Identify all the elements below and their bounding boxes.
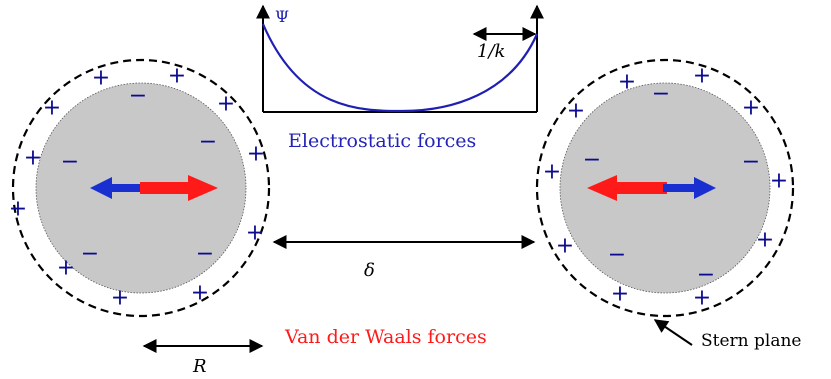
left-plus-ion-7: + — [9, 197, 27, 222]
left-red-arrow — [140, 175, 218, 201]
right-red-arrow — [587, 175, 667, 201]
right-plus-ion-7: + — [556, 234, 574, 259]
left-plus-ion-3: + — [43, 96, 61, 121]
right-minus-charge-4: − — [608, 243, 626, 268]
left-minus-charge-4: − — [81, 242, 99, 267]
left-plus-ion-5: + — [24, 146, 42, 171]
right-particle — [535, 58, 795, 318]
right-plus-ion-6: + — [770, 169, 788, 194]
electrostatic-forces-label: Electrostatic forces — [288, 130, 476, 152]
ion-signs: +++++++++++−−−−−++++++++++−−−−− — [9, 64, 788, 311]
van-der-waals-label: Van der Waals forces — [284, 326, 487, 348]
right-plus-ion-10: + — [693, 286, 711, 311]
left-plus-ion-4: + — [217, 92, 235, 117]
right-stern-plane — [535, 58, 795, 318]
left-plus-ion-10: + — [191, 281, 209, 306]
left-plus-ion-11: + — [111, 286, 129, 311]
left-blue-arrow — [90, 177, 145, 199]
right-plus-ion-1: + — [618, 70, 636, 95]
left-minus-charge-3: − — [61, 150, 79, 175]
right-blue-arrow — [663, 177, 716, 199]
right-particle-force-icon — [587, 175, 716, 201]
stern-plane-label: Stern plane — [701, 331, 801, 351]
debye-length-label: 1/k — [477, 41, 505, 62]
left-stern-plane — [11, 58, 271, 318]
radius-label: R — [192, 356, 207, 377]
left-plus-ion-1: + — [92, 66, 110, 91]
right-minus-charge-1: − — [652, 82, 670, 107]
potential-plot: Ψ 1/k — [256, 4, 544, 113]
left-particle — [11, 58, 271, 318]
right-minus-charge-5: − — [697, 263, 715, 288]
left-minus-charge-5: − — [196, 242, 214, 267]
right-plus-ion-8: + — [756, 228, 774, 253]
separation-label: δ — [364, 260, 375, 281]
left-minus-charge-1: − — [129, 84, 147, 109]
stern-plane-pointer — [653, 319, 693, 346]
left-particle-force-icon — [90, 175, 218, 201]
left-plus-ion-2: + — [168, 64, 186, 89]
left-plus-ion-6: + — [247, 142, 265, 167]
potential-curve — [261, 23, 539, 113]
right-plus-ion-5: + — [543, 160, 561, 185]
left-plus-ion-8: + — [246, 221, 264, 246]
right-plus-ion-3: + — [567, 99, 585, 124]
left-plus-ion-9: + — [57, 256, 75, 281]
right-plus-ion-4: + — [742, 96, 760, 121]
right-minus-charge-3: − — [742, 150, 760, 175]
right-plus-ion-2: + — [693, 64, 711, 89]
left-minus-charge-2: − — [199, 130, 217, 155]
right-plus-ion-9: + — [611, 282, 629, 307]
psi-label: Ψ — [275, 7, 289, 26]
right-minus-charge-2: − — [583, 148, 601, 173]
